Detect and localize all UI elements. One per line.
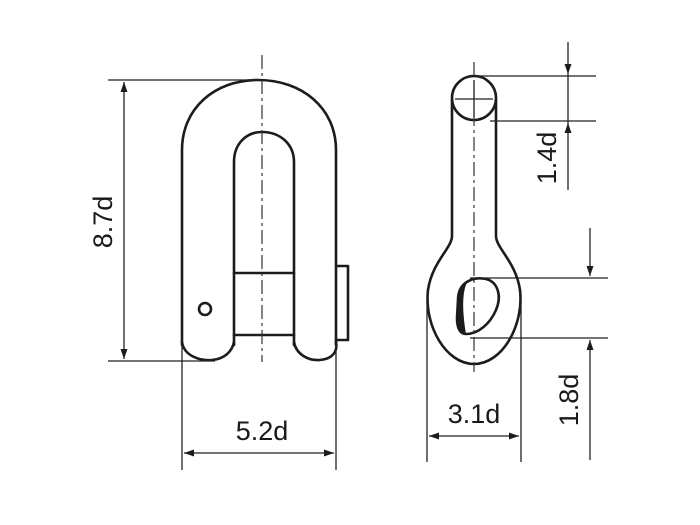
link-shank-left [426,98,454,292]
side-view-link [426,62,522,372]
label-width-side: 3.1d [448,399,501,429]
pin-head [334,264,350,342]
label-top-eye: 1.4d [532,132,562,185]
bottom-eye-outer [426,288,522,366]
front-dimensions [108,79,337,470]
shackle-inner-slot [232,130,296,347]
shackle-right-foot [292,340,338,362]
label-bottom-eye: 1.8d [554,374,584,427]
label-height-front: 8.7d [88,196,118,249]
side-dimensions [426,42,608,462]
front-view-shackle [180,55,350,362]
shackle-left-foot [180,340,236,362]
label-width-front: 5.2d [236,416,289,446]
shackle-outer-outline [180,78,338,347]
bottom-eye-shadow [457,281,468,334]
link-shank-right [494,98,522,292]
cotter-hole [197,301,213,317]
